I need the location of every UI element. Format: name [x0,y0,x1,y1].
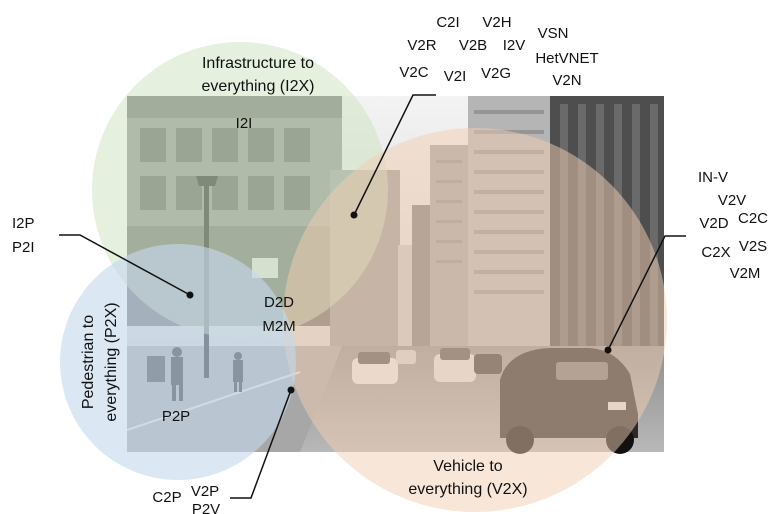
leader-line-pedestrian-vehicle [230,389,292,499]
infrastructure-title-line1: Infrastructure to [202,55,314,72]
vehicle-title-line2: everything (V2X) [408,481,527,498]
callout-term: C2P [152,489,181,506]
leader-dot-infrastructure-pedestrian [186,291,194,299]
callout-term: IN-V [698,169,728,186]
callout-term: P2I [12,239,35,256]
callout-term: V2R [407,37,436,54]
overlap-term-m2m: M2M [262,318,295,335]
callout-term: P2V [192,501,220,514]
pedestrian-title-line2: everything (P2X) [103,302,120,421]
callout-vehicle: IN-V V2V V2D C2C C2X V2S V2M [698,169,768,282]
pedestrian-title-line1: Pedestrian to [80,315,97,409]
callout-term: V2V [718,192,746,209]
callout-term: V2D [699,215,728,232]
pedestrian-region-circle [60,244,296,480]
callout-term: HetVNET [535,50,598,67]
vehicle-title-line1: Vehicle to [433,458,502,475]
callout-term: C2X [701,244,730,261]
infrastructure-inner-term: I2I [236,115,253,132]
pedestrian-inner-term: P2P [162,408,190,425]
overlap-term-d2d: D2D [264,294,294,311]
callout-term: V2S [739,238,767,255]
callout-pedestrian-vehicle: C2P V2P P2V [152,483,220,514]
leader-dot-pedestrian-vehicle [287,386,295,394]
callout-term: VSN [538,25,569,42]
leader-dot-vehicle [604,346,612,354]
callout-term: V2H [482,14,511,31]
vehicle-region-circle [283,128,667,512]
callout-term: V2N [552,72,581,89]
callout-term: V2I [444,68,467,85]
callout-infrastructure-vehicle: C2I V2H VSN V2R V2B I2V HetVNET V2C V2I … [399,14,598,89]
callout-term: I2P [12,215,35,232]
infrastructure-title-line2: everything (I2X) [202,78,315,95]
leader-line-infrastructure-vehicle [353,94,436,216]
leader-dot-infrastructure-vehicle [350,211,358,219]
leader-line-vehicle [607,235,686,351]
callout-term: I2V [503,37,526,54]
callout-term: V2C [399,64,428,81]
callout-term: V2M [730,265,761,282]
callout-infrastructure-pedestrian: I2P P2I [12,215,35,256]
callout-term: V2B [459,37,487,54]
leader-line-infrastructure-pedestrian [59,234,191,296]
callout-term: V2P [191,483,219,500]
callout-term: C2C [738,210,768,227]
callout-term: C2I [436,14,459,31]
callout-term: V2G [481,65,511,82]
